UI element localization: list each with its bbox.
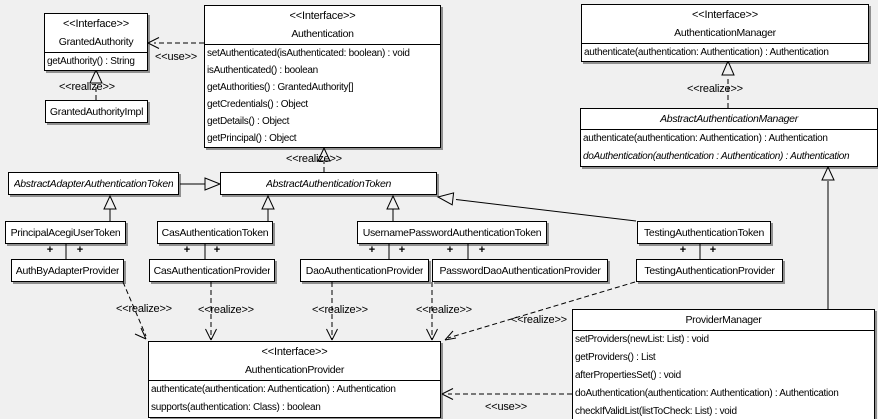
realize-label: <<realize>> xyxy=(416,304,472,316)
class-granted-authority-impl: GrantedAuthorityImpl xyxy=(45,100,148,123)
class-cas-authentication-provider: CasAuthenticationProvider xyxy=(149,259,275,282)
class-name: GrantedAuthority xyxy=(58,36,134,48)
generalization-casauthenticationtoken xyxy=(261,194,275,221)
class-name: AbstractAuthenticationToken xyxy=(265,177,392,190)
stereotype-label: <<Interface>> xyxy=(63,18,129,30)
generalization-usernamepasswordtoken xyxy=(386,194,400,221)
realization-abstractauthenticationtoken xyxy=(317,146,331,172)
class-name: PasswordDaoAuthenticationProvider xyxy=(439,264,601,277)
realization-grantedauthorityimpl xyxy=(89,68,103,100)
class-abstract-authentication-token: AbstractAuthenticationToken xyxy=(220,172,437,195)
use-label: <<use>> xyxy=(155,51,198,63)
method: getProviders() : List xyxy=(575,352,656,363)
class-dao-authentication-provider: DaoAuthenticationProvider xyxy=(300,259,429,282)
stereotype-label: <<Interface>> xyxy=(692,9,758,21)
method: checkIfValidList(listToCheck: List) : vo… xyxy=(575,406,737,417)
class-name: DaoAuthenticationProvider xyxy=(305,264,424,277)
multiplicity-plus: + xyxy=(183,244,191,256)
generalization-abstractadaptertoken xyxy=(180,177,222,191)
method: isAuthenticated() : boolean xyxy=(207,65,318,76)
method: getPrincipal() : Object xyxy=(207,133,297,144)
class-principal-acegi-user-token: PrincipalAcegiUserToken xyxy=(5,221,126,244)
realize-label: <<realize>> xyxy=(59,81,115,93)
use-label: <<use>> xyxy=(485,401,528,413)
method: getAuthority() : String xyxy=(47,56,135,67)
realize-label: <<realize>> xyxy=(116,303,172,315)
multiplicity-plus: + xyxy=(368,244,376,256)
class-name: TestingAuthenticationToken xyxy=(643,226,765,239)
class-password-dao-authentication-provider: PasswordDaoAuthenticationProvider xyxy=(432,259,608,282)
method: setProviders(newList: List) : void xyxy=(575,334,709,345)
multiplicity-plus: + xyxy=(76,244,84,256)
class-name: GrantedAuthorityImpl xyxy=(49,105,144,118)
class-name: UsernamePasswordAuthenticationToken xyxy=(362,226,542,239)
realization-authbyadapterprovider xyxy=(122,281,147,340)
method: authenticate(authentication: Authenticat… xyxy=(583,133,828,144)
stereotype-label: <<Interface>> xyxy=(289,10,356,22)
class-testing-authentication-token: TestingAuthenticationToken xyxy=(637,221,771,244)
class-name: PrincipalAcegiUserToken xyxy=(10,226,121,239)
class-authentication-manager: <<Interface>> AuthenticationManager auth… xyxy=(581,4,869,62)
method: getDetails() : Object xyxy=(207,116,290,127)
multiplicity-plus: + xyxy=(46,244,54,256)
class-testing-authentication-provider: TestingAuthenticationProvider xyxy=(636,259,783,282)
multiplicity-plus: + xyxy=(679,244,687,256)
class-name: CasAuthenticationProvider xyxy=(153,264,271,277)
class-authentication: <<Interface>> Authentication setAuthenti… xyxy=(204,5,441,148)
class-name: CasAuthenticationToken xyxy=(161,226,269,239)
generalization-testingauthenticationtoken xyxy=(436,192,637,222)
class-name: TestingAuthenticationProvider xyxy=(644,264,775,277)
stereotype-label: <<Interface>> xyxy=(261,346,328,358)
generalization-providermanager xyxy=(821,165,835,309)
method: doAuthentication(authentication: Authent… xyxy=(575,388,839,399)
realization-daoauthenticationprovider xyxy=(326,282,338,341)
realization-testingauthenticationprovider xyxy=(444,281,636,341)
class-name: AuthenticationProvider xyxy=(244,364,345,376)
class-name: AbstractAdapterAuthenticationToken xyxy=(13,177,174,190)
method: setAuthenticated(isAuthenticated: boolea… xyxy=(207,48,410,59)
realize-label: <<realize>> xyxy=(286,153,342,165)
method: getCredentials() : Object xyxy=(207,99,308,110)
multiplicity-plus: + xyxy=(446,244,454,256)
realization-passworddaoauthenticationprovider xyxy=(426,282,438,341)
class-authentication-provider: <<Interface>> AuthenticationProvider aut… xyxy=(148,341,441,418)
class-granted-authority: <<Interface>> GrantedAuthority getAuthor… xyxy=(44,13,148,71)
realize-label: <<realize>> xyxy=(312,304,368,316)
multiplicity-plus: + xyxy=(398,244,406,256)
multiplicity-plus: + xyxy=(478,244,486,256)
use-dependency-providermanager-authenticationprovider xyxy=(441,388,572,400)
method: afterPropertiesSet() : void xyxy=(575,370,681,381)
class-name: Authentication xyxy=(291,28,354,40)
class-name: ProviderManager xyxy=(685,314,762,326)
method: authenticate(authentication: Authenticat… xyxy=(584,47,829,58)
method: authenticate(authentication: Authenticat… xyxy=(151,384,396,395)
class-auth-by-adapter-provider: AuthByAdapterProvider xyxy=(11,259,124,282)
multiplicity-plus: + xyxy=(709,244,717,256)
method: supports(authentication: Class) : boolea… xyxy=(151,402,321,413)
class-name: AbstractAuthenticationManager xyxy=(660,113,798,125)
class-name: AuthenticationManager xyxy=(674,27,776,39)
class-abstract-adapter-authentication-token: AbstractAdapterAuthenticationToken xyxy=(8,172,179,195)
realization-casauthenticationprovider xyxy=(205,282,217,341)
class-username-password-authentication-token: UsernamePasswordAuthenticationToken xyxy=(357,221,547,244)
realize-label: <<realize>> xyxy=(511,314,567,326)
realize-label: <<realize>> xyxy=(687,83,743,95)
realize-label: <<realize>> xyxy=(198,304,254,316)
method: doAuthentication(authentication : Authen… xyxy=(583,151,850,162)
multiplicity-plus: + xyxy=(213,244,221,256)
realization-abstractauthenticationmanager xyxy=(721,59,735,108)
generalization-principalacegiusertoken xyxy=(103,194,117,221)
class-provider-manager: ProviderManager setProviders(newList: Li… xyxy=(572,309,875,419)
class-cas-authentication-token: CasAuthenticationToken xyxy=(157,221,273,244)
method: getAuthorities() : GrantedAuthority[] xyxy=(207,82,354,93)
class-abstract-authentication-manager: AbstractAuthenticationManager authentica… xyxy=(580,108,878,167)
class-name: AuthByAdapterProvider xyxy=(15,264,120,277)
use-dependency-authentication-grantedauthority xyxy=(147,37,204,49)
